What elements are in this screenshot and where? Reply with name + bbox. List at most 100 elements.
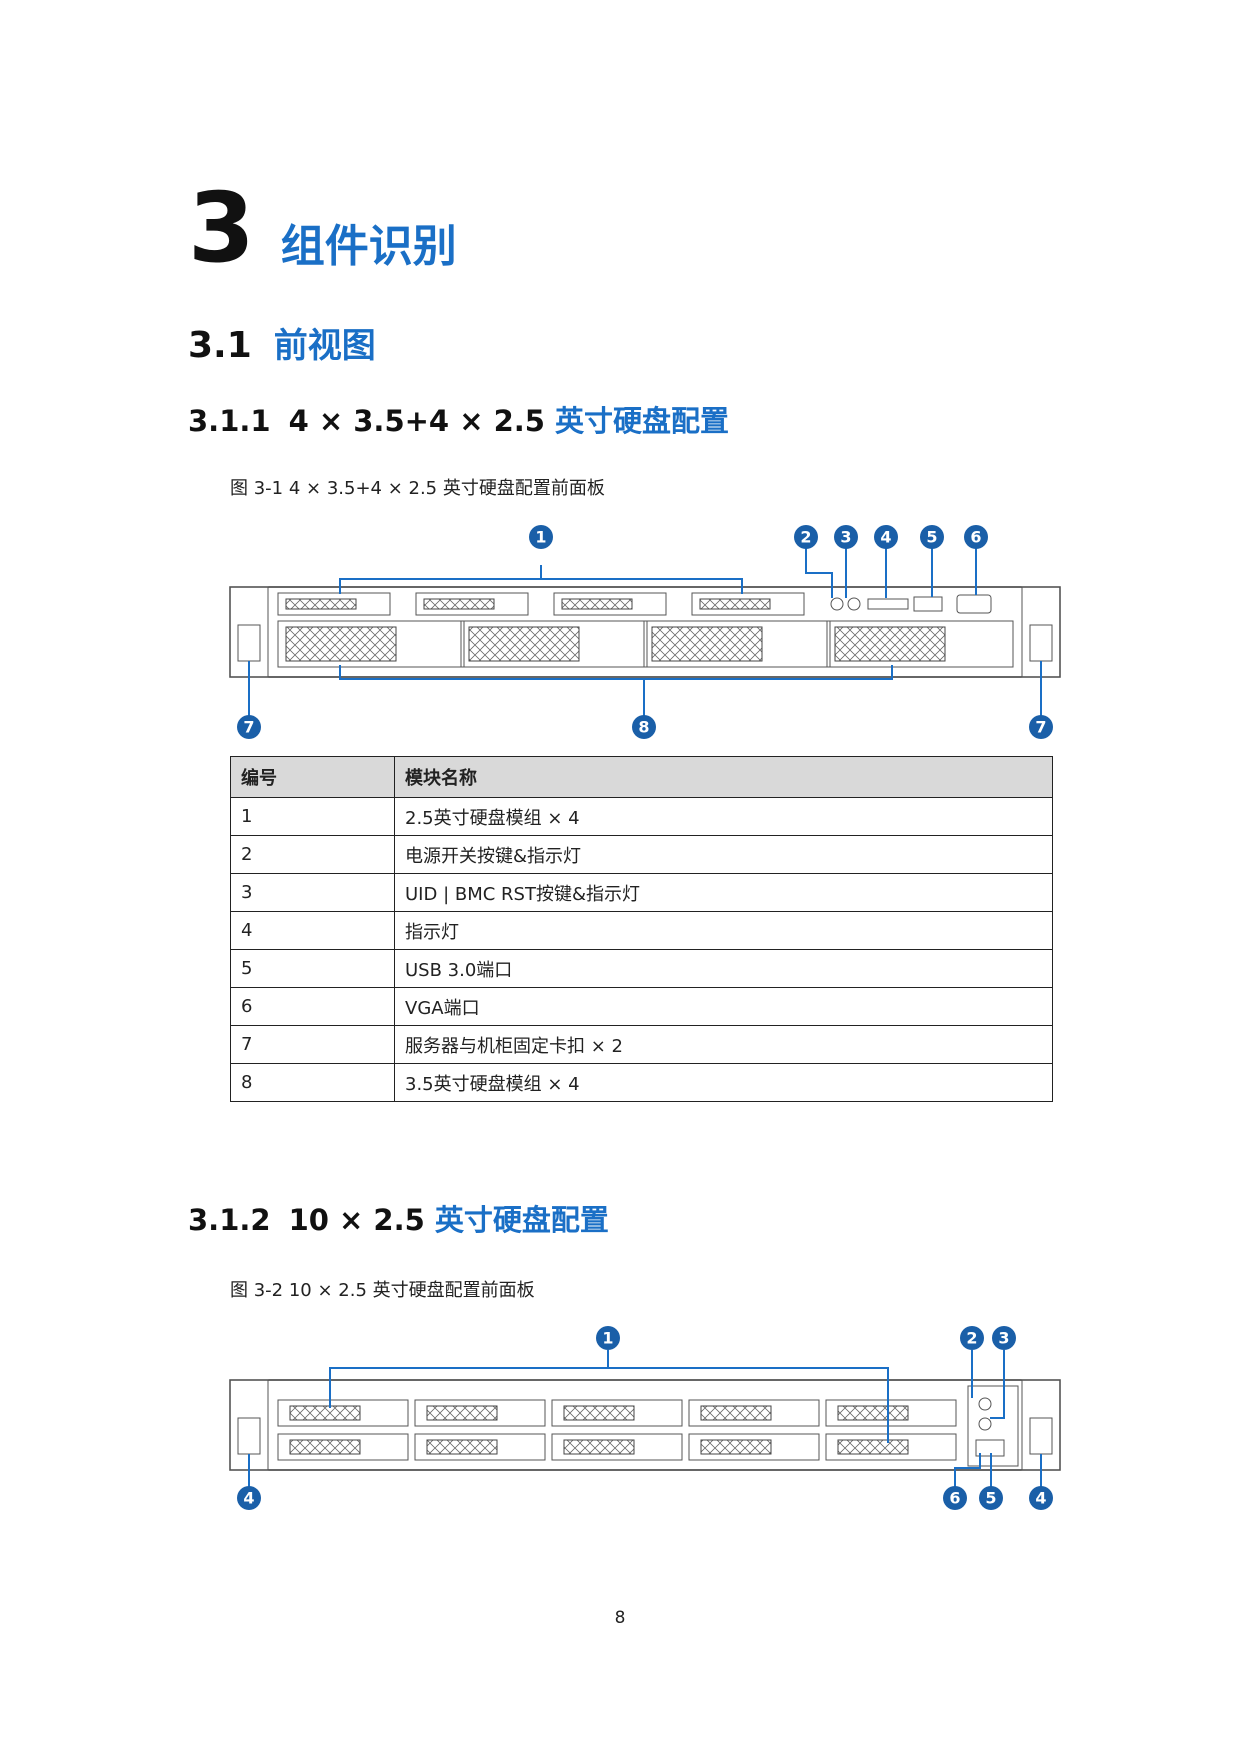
callout-badge-3: 3 [992,1326,1016,1350]
front-panel-figure-2: 1 2 3 4 6 5 4 [229,1326,1061,1510]
bay-35-3 [643,620,831,668]
right-latch [1029,624,1053,662]
figure-caption-1: 图 3-1 4 × 3.5+4 × 2.5 英寸硬盘配置前面板 [230,478,605,499]
table-header-module: 模块名称 [394,756,1053,798]
callout-badge-4: 4 [874,525,898,549]
bay-25-2 [415,592,529,616]
subsection-prefix: 4 × 3.5+4 × 2.5 [288,404,545,438]
table-cell: 电源开关按键&指示灯 [394,835,1053,874]
uid-button [978,1417,992,1431]
svg-text:1: 1 [602,1329,613,1348]
left-latch [237,1417,261,1455]
callout-badge-2: 2 [794,525,818,549]
callout-badge-8: 8 [632,715,656,739]
page-number: 8 [614,1608,626,1628]
chassis-outline [229,1379,1061,1471]
table-header-row: 编号 模块名称 [230,756,1053,798]
table-cell: 5 [230,949,395,988]
figure-caption-2: 图 3-2 10 × 2.5 英寸硬盘配置前面板 [230,1280,535,1301]
subsection-title: 英寸硬盘配置 [434,1203,609,1237]
svg-text:6: 6 [970,528,981,547]
table-cell: 1 [230,797,395,836]
callout-badge-5: 5 [979,1486,1003,1510]
section-number: 3.1 [188,325,252,366]
callout-badge-7-left: 7 [237,715,261,739]
svg-text:8: 8 [638,718,649,737]
table-cell: 2 [230,835,395,874]
subsection-prefix: 10 × 2.5 [288,1203,425,1237]
bay-grid [277,1399,957,1461]
indicator-leds [867,598,909,610]
subsection-heading-1: 3.1.1 4 × 3.5+4 × 2.5 英寸硬盘配置 [188,398,729,440]
subsection-title: 英寸硬盘配置 [554,404,729,438]
section-heading: 3.1 前视图 [188,318,376,367]
svg-text:4: 4 [880,528,891,547]
svg-text:5: 5 [926,528,937,547]
svg-text:5: 5 [985,1489,996,1508]
chapter-number: 3 [188,172,255,284]
section-title: 前视图 [273,326,376,366]
bay-25-1 [277,592,391,616]
callout-badge-4-left: 4 [237,1486,261,1510]
table-cell: 指示灯 [394,911,1053,950]
bay-35-4 [826,620,1014,668]
bay-35-1 [277,620,465,668]
callout-badge-6: 6 [964,525,988,549]
svg-text:7: 7 [1035,718,1046,737]
table-cell: 7 [230,1025,395,1064]
uid-button [847,597,861,611]
table-cell: USB 3.0端口 [394,949,1053,988]
right-latch [1029,1417,1053,1455]
subsection-number: 3.1.1 [188,404,271,438]
left-latch [237,624,261,662]
svg-text:2: 2 [966,1329,977,1348]
svg-text:1: 1 [535,528,546,547]
chapter-heading: 3 组件识别 [188,180,457,276]
svg-text:4: 4 [1035,1489,1046,1508]
table-cell: 3 [230,873,395,912]
front-panel-figure-1: 1 2 3 4 5 6 7 8 7 [229,525,1061,739]
svg-text:4: 4 [243,1489,254,1508]
callout-badge-4-right: 4 [1029,1486,1053,1510]
svg-text:3: 3 [840,528,851,547]
table-cell: 8 [230,1063,395,1102]
callout-badge-1: 1 [596,1326,620,1350]
bay-25-4 [691,592,805,616]
table-cell: 服务器与机柜固定卡扣 × 2 [394,1025,1053,1064]
callout-badge-2: 2 [960,1326,984,1350]
callout-badge-7-right: 7 [1029,715,1053,739]
table-cell: UID | BMC RST按键&指示灯 [394,873,1053,912]
bay-35-2 [460,620,648,668]
chapter-title: 组件识别 [280,221,457,272]
subsection-heading-2: 3.1.2 10 × 2.5 英寸硬盘配置 [188,1197,609,1239]
svg-text:2: 2 [800,528,811,547]
callout-badge-3: 3 [834,525,858,549]
svg-text:3: 3 [998,1329,1009,1348]
callout-badge-5: 5 [920,525,944,549]
table-cell: VGA端口 [394,987,1053,1026]
table-cell: 4 [230,911,395,950]
power-button [830,597,844,611]
subsection-number: 3.1.2 [188,1203,271,1237]
callout-badge-6: 6 [943,1486,967,1510]
control-panel [967,1385,1019,1467]
callout-badge-1: 1 [529,525,553,549]
svg-text:6: 6 [949,1489,960,1508]
bay-25-3 [553,592,667,616]
power-button [978,1397,992,1411]
table-cell: 2.5英寸硬盘模组 × 4 [394,797,1053,836]
svg-text:7: 7 [243,718,254,737]
table-cell: 6 [230,987,395,1026]
table-header-number: 编号 [230,756,395,798]
vga-port [956,594,992,614]
usb-port [913,596,943,612]
table-cell: 3.5英寸硬盘模组 × 4 [394,1063,1053,1102]
